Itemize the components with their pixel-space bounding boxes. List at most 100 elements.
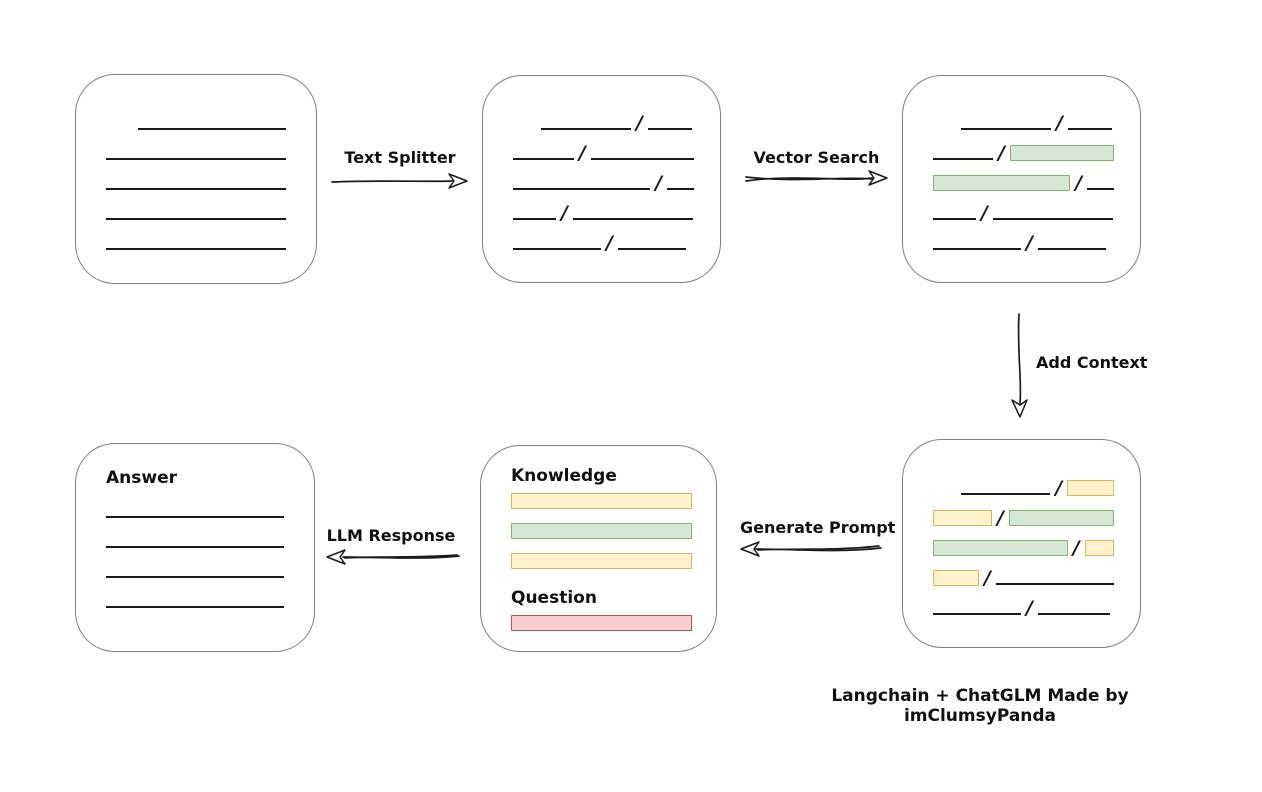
text-line <box>961 492 1051 495</box>
text-line <box>106 188 286 190</box>
segment-row <box>106 194 290 224</box>
generate-prompt-arrow <box>740 541 882 557</box>
text-line <box>106 158 286 160</box>
text-line <box>106 606 284 608</box>
text-splitter-arrow <box>331 173 468 189</box>
yellow-highlight-rect <box>511 553 692 569</box>
slash-separator: / <box>1026 596 1033 619</box>
slash-separator: / <box>578 142 586 164</box>
segment-row <box>511 516 692 546</box>
text-line <box>1037 612 1110 615</box>
green-highlight-rect <box>933 175 1071 191</box>
vector-search-label: Vector Search <box>753 148 880 167</box>
text-line <box>933 158 994 160</box>
slash-separator: / <box>1072 536 1080 559</box>
green-highlight-rect <box>1008 509 1114 526</box>
split-chunks-box: ///// <box>482 75 721 283</box>
segment-row <box>511 546 692 576</box>
segment-row <box>106 134 290 164</box>
generate-prompt-label: Generate Prompt <box>740 518 896 537</box>
text-line <box>513 188 651 190</box>
chunk-lines: ///// <box>483 76 720 282</box>
slash-separator: / <box>996 506 1004 529</box>
question-bars <box>511 608 692 638</box>
yellow-highlight-rect <box>1067 479 1114 496</box>
yellow-highlight-rect <box>1084 539 1114 556</box>
yellow-highlight-rect <box>511 493 692 509</box>
red-highlight-rect <box>511 615 692 631</box>
text-line <box>106 218 286 220</box>
text-line <box>106 516 284 518</box>
text-line <box>1087 188 1114 190</box>
text-line <box>1037 248 1106 250</box>
prompt-content: Knowledge Question <box>481 446 716 651</box>
text-line <box>617 248 686 250</box>
prompt-box: Knowledge Question <box>480 445 717 652</box>
green-highlight-rect <box>933 539 1068 556</box>
text-line <box>106 546 284 548</box>
segment-row: / <box>513 164 694 194</box>
segment-row <box>106 164 290 194</box>
segment-row: / <box>933 559 1114 589</box>
text-line <box>106 248 286 250</box>
knowledge-bars <box>511 486 692 576</box>
segment-row: / <box>513 134 694 164</box>
knowledge-label: Knowledge <box>511 466 617 486</box>
slash-separator: / <box>1026 232 1033 254</box>
document-lines <box>76 75 316 283</box>
segment-row: / <box>933 589 1114 619</box>
answer-content: Answer <box>76 444 314 651</box>
vector-matches-box: / / / / / <box>902 75 1141 283</box>
segment-row <box>106 492 284 522</box>
segment-row: / <box>933 224 1114 254</box>
segment-row <box>106 522 284 552</box>
segment-row <box>511 608 692 638</box>
segment-row <box>511 486 692 516</box>
text-line <box>513 218 556 220</box>
green-highlight-rect <box>511 523 692 539</box>
segment-row: / <box>933 529 1114 559</box>
segment-row: / <box>933 164 1114 194</box>
llm-response-arrow <box>326 549 460 565</box>
segment-row: / <box>933 194 1114 224</box>
text-splitter-label: Text Splitter <box>344 148 456 167</box>
slash-separator: / <box>636 112 643 134</box>
segment-row: / <box>933 469 1114 499</box>
source-document-box <box>75 74 317 284</box>
slash-separator: / <box>606 232 613 254</box>
segment-row: / <box>513 194 694 224</box>
slash-separator: / <box>1075 172 1083 194</box>
text-line <box>933 218 976 220</box>
segment-row: / <box>513 104 694 134</box>
question-label: Question <box>511 588 597 608</box>
text-line <box>541 128 631 130</box>
slash-separator: / <box>981 202 988 224</box>
add-context-label: Add Context <box>1036 353 1148 372</box>
slash-separator: / <box>655 172 663 194</box>
answer-label: Answer <box>106 468 177 488</box>
text-line <box>995 582 1114 585</box>
slash-separator: / <box>1055 476 1063 499</box>
segment-row: / <box>513 224 694 254</box>
text-line <box>572 218 693 220</box>
segment-row: / <box>933 134 1114 164</box>
slash-separator: / <box>984 566 991 589</box>
green-highlight-rect <box>1010 145 1114 161</box>
llm-response-label: LLM Response <box>326 526 456 545</box>
segment-row: / <box>933 499 1114 529</box>
context-lines: / / / / / <box>903 440 1140 647</box>
answer-box: Answer <box>75 443 315 652</box>
segment-row <box>106 582 284 612</box>
yellow-highlight-rect <box>933 509 992 526</box>
slash-separator: / <box>998 142 1006 164</box>
text-line <box>513 248 601 250</box>
context-box: / / / / / <box>902 439 1141 648</box>
segment-row <box>106 552 284 582</box>
segment-row <box>106 104 290 134</box>
text-line <box>513 158 574 160</box>
text-line <box>961 128 1051 130</box>
text-line <box>667 188 694 190</box>
vector-match-lines: / / / / / <box>903 76 1140 282</box>
slash-separator: / <box>1056 112 1063 134</box>
